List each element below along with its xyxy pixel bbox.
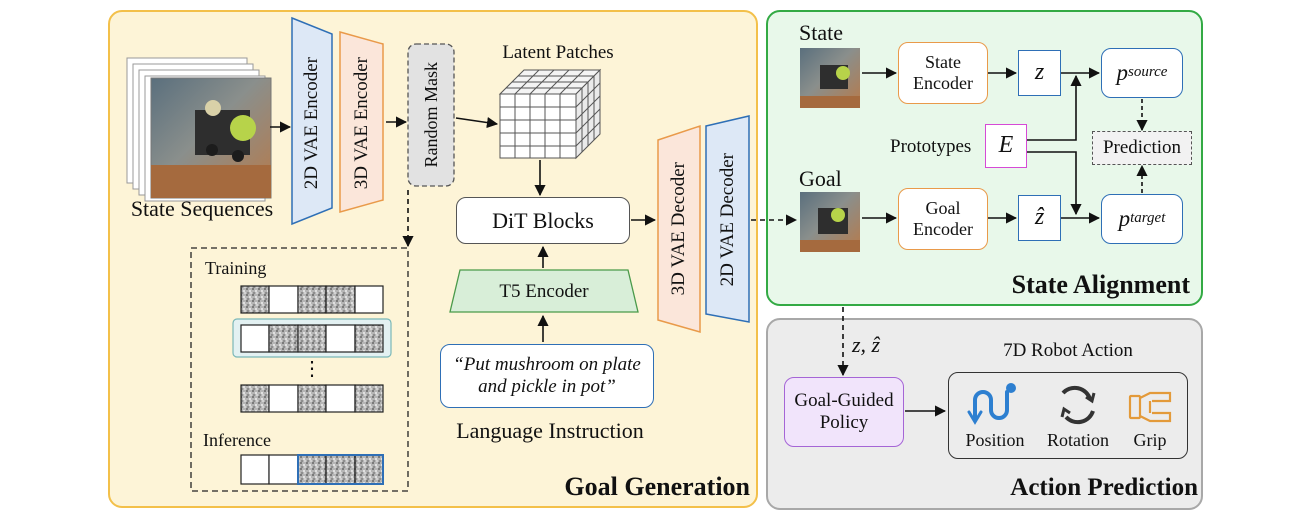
t5-encoder-shape — [449, 269, 639, 313]
goal-encoder: Goal Encoder — [898, 188, 988, 250]
arrows-state-alignment — [862, 67, 1148, 224]
vae-encoder-2d: 2D VAE Encoder — [301, 56, 323, 190]
grip-label: Grip — [1133, 430, 1167, 450]
z-box: z — [1018, 50, 1061, 96]
state-encoder-line-1: State — [925, 52, 961, 73]
goal-encoder-line-2: Encoder — [913, 219, 973, 239]
goal-generation-title: Goal Generation — [564, 472, 750, 501]
zhat-box: ẑ — [1018, 195, 1061, 241]
vae-decoder-3d-shape — [657, 124, 701, 333]
state-sequences-label: State Sequences — [130, 196, 274, 221]
goal-image — [800, 192, 860, 252]
prototypes-label: Prototypes — [890, 136, 972, 157]
action-prediction-title: Action Prediction — [1010, 474, 1198, 501]
arrows-goal-generation — [270, 116, 798, 342]
arrows-action-prediction — [837, 307, 947, 417]
p-source-superscript: source — [1128, 64, 1168, 81]
p-source-symbol: p — [1116, 59, 1129, 85]
state-sequences-image — [126, 57, 272, 202]
mask-row-2 — [240, 324, 384, 353]
position-label: Position — [965, 430, 1025, 450]
vae-decoder-3d: 3D VAE Decoder — [668, 162, 690, 296]
policy-line-1: Goal-Guided — [794, 390, 894, 412]
goal-label: Goal — [799, 166, 842, 191]
policy-line-2: Policy — [819, 412, 869, 433]
vae-encoder-3d: 3D VAE Encoder — [350, 56, 372, 190]
state-image — [800, 48, 860, 108]
vae-decoder-2d: 2D VAE Decoder — [716, 153, 738, 287]
instruction-line-2: and pickle in pot” — [478, 376, 616, 397]
vae-decoder-2d-shape — [705, 115, 750, 323]
language-instruction-label: Language Instruction — [456, 418, 644, 443]
prototypes-e-box: E — [985, 124, 1027, 168]
instruction-line-1: “Put mushroom on plate — [453, 354, 641, 376]
robot-action-box — [948, 372, 1188, 459]
p-target-symbol: p — [1118, 205, 1131, 231]
instruction-box: “Put mushroom on plate and pickle in pot… — [440, 344, 654, 408]
state-label: State — [799, 20, 843, 45]
training-label: Training — [205, 258, 267, 278]
robot-action-label: 7D Robot Action — [1003, 340, 1133, 361]
prediction-box: Prediction — [1092, 131, 1192, 165]
vae-encoder-2d-shape — [291, 16, 333, 226]
inference-label: Inference — [203, 430, 271, 450]
latent-patches-cube — [498, 68, 602, 160]
p-target-superscript: target — [1130, 210, 1166, 227]
latent-patches-label: Latent Patches — [502, 42, 614, 63]
goal-guided-policy: Goal-Guided Policy — [784, 377, 904, 447]
rotation-icon — [1060, 385, 1096, 425]
rotation-label: Rotation — [1047, 430, 1109, 450]
mask-row-3 — [240, 384, 384, 413]
dit-blocks: DiT Blocks — [456, 197, 630, 244]
random-mask-shape — [407, 43, 455, 187]
position-icon — [967, 383, 1016, 425]
mask-row-1 — [240, 285, 384, 314]
t5-encoder: T5 Encoder — [499, 281, 589, 303]
grip-icon — [1128, 391, 1172, 423]
goal-encoder-line-1: Goal — [925, 198, 961, 219]
z-zhat-label: z, ẑ — [852, 332, 881, 357]
mask-row-inference — [240, 454, 384, 485]
state-alignment-title: State Alignment — [1011, 270, 1190, 299]
state-encoder: State Encoder — [898, 42, 988, 104]
state-encoder-line-2: Encoder — [913, 73, 973, 93]
ellipsis: ⋮ — [302, 358, 322, 380]
random-mask: Random Mask — [420, 62, 441, 168]
vae-encoder-3d-shape — [339, 31, 384, 213]
